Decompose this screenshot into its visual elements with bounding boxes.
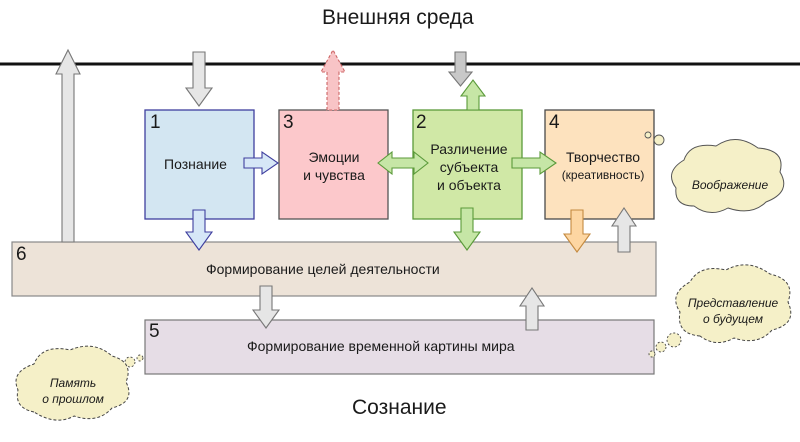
future-cloud [675, 264, 792, 343]
arrow-distinction-to-creativity [511, 150, 557, 176]
world-picture-panel [144, 319, 655, 375]
emotions-line-1: Эмоции [308, 149, 360, 165]
creativity-number: 4 [549, 112, 560, 133]
goals-label: Формирование целей деятельности [206, 261, 440, 277]
cognition-label: Познание [164, 156, 227, 172]
emotions-line-2: и чувства [303, 167, 365, 183]
arrow-cognition-to-goals [184, 209, 214, 251]
world-picture-label: Формирование временной картины мира [247, 338, 515, 354]
thought-dot [648, 350, 656, 358]
emotions-label: Эмоции и чувства [298, 148, 370, 184]
arrow-emotions-distinction [377, 150, 429, 176]
distinction-number: 2 [416, 112, 427, 133]
goals-number: 6 [16, 244, 27, 265]
imagination-label: Воображение [691, 178, 769, 192]
creativity-label: Творчество (креативность) [553, 148, 653, 184]
past-line-1: Память [49, 376, 97, 390]
arrow-environment-to-cognition [184, 51, 214, 107]
distinction-line-3: и объекта [437, 177, 501, 193]
consciousness-label: Сознание [352, 396, 447, 419]
arrow-cognition-to-emotions [243, 150, 279, 176]
thought-dot [653, 134, 665, 146]
cognition-number: 1 [150, 112, 161, 133]
world-picture-number: 5 [149, 321, 160, 342]
thought-dot [666, 332, 682, 348]
past-cloud [15, 345, 130, 421]
distinction-line-2: субъекта [439, 159, 499, 175]
thought-dot [655, 341, 667, 353]
thought-dot [124, 356, 136, 368]
future-label: Представление о будущем [683, 295, 783, 327]
arrow-goals-to-world-picture [251, 285, 281, 329]
future-line-2: о будущем [703, 312, 763, 326]
goals-formation-panel [11, 241, 657, 297]
creativity-box [544, 109, 655, 220]
future-line-1: Представление [687, 296, 779, 310]
arrow-distinction-to-environment [459, 79, 487, 111]
arrow-emotions-to-environment [320, 48, 346, 111]
creativity-line-1: Творчество [565, 149, 641, 165]
past-line-2: о прошлом [42, 392, 104, 406]
environment-label: Внешняя среда [322, 6, 474, 29]
arrow-goals-to-environment [55, 48, 81, 243]
thought-dot [136, 354, 144, 362]
arrow-environment-down-distinction [447, 51, 474, 87]
arrow-goals-to-creativity [610, 207, 638, 253]
arrow-creativity-to-goals [562, 209, 592, 253]
arrow-distinction-to-goals [452, 207, 482, 251]
distinction-line-1: Различение [430, 141, 508, 157]
emotions-number: 3 [283, 112, 294, 133]
arrow-world-picture-to-goals [518, 287, 546, 331]
past-label: Память о прошлом [28, 375, 118, 407]
thought-dot [644, 131, 652, 139]
creativity-line-2: (креативность) [561, 168, 645, 182]
imagination-cloud [671, 139, 785, 213]
distinction-label: Различение субъекта и объекта [426, 140, 512, 194]
